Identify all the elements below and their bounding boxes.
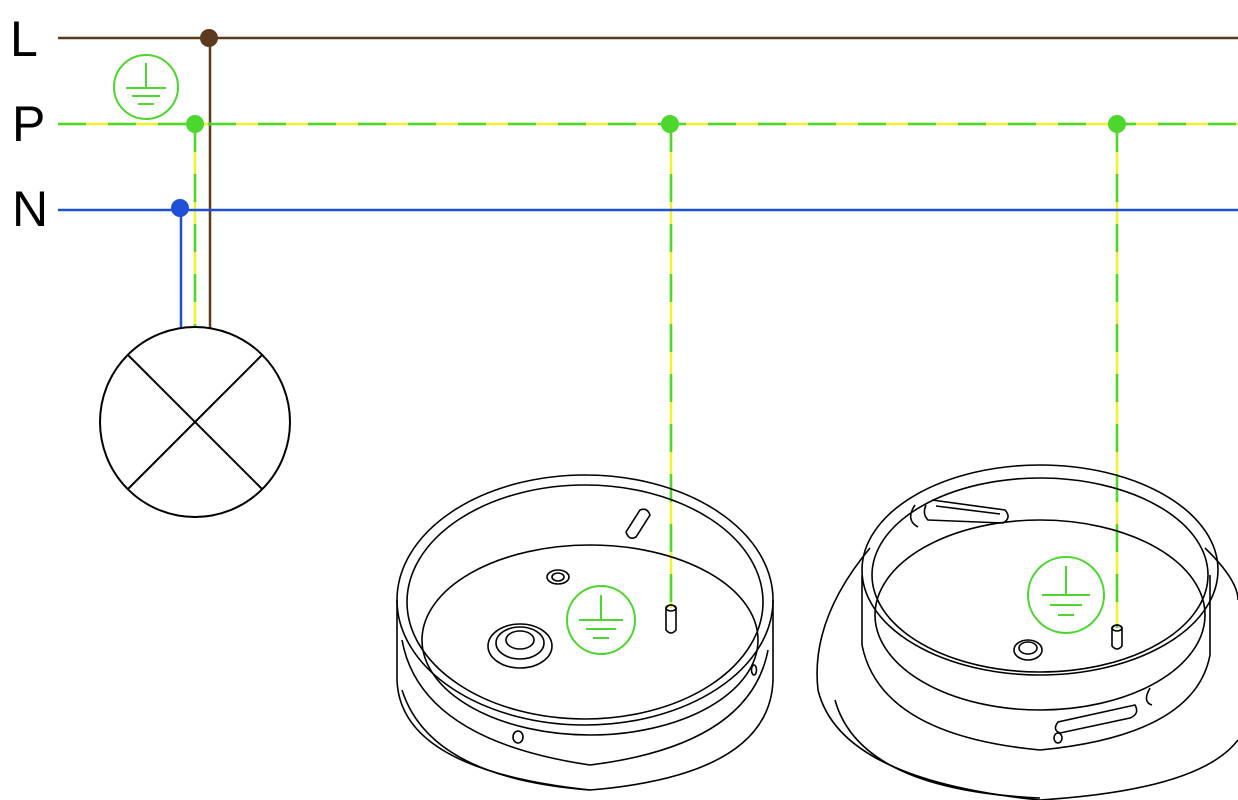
protective-junction-dot: [186, 115, 204, 133]
live-conductor: [58, 29, 1238, 328]
flanged-box-device: [816, 464, 1238, 800]
protective-earth-icon: [566, 585, 636, 655]
neutral-conductor: [58, 199, 1238, 328]
label-live: L: [10, 11, 38, 67]
neutral-junction-dot: [171, 199, 189, 217]
protective-earth-icon: [1027, 556, 1105, 634]
protective-conductor: [58, 115, 1238, 628]
protective-junction-dot: [661, 115, 679, 133]
label-protective: P: [12, 96, 46, 152]
label-neutral: N: [12, 181, 49, 237]
protective-earth-icon: [113, 54, 179, 120]
mounting-box-device: [396, 474, 774, 791]
protective-junction-dot: [1108, 115, 1126, 133]
live-junction-dot: [200, 29, 218, 47]
lamp-cross-icon: [99, 326, 291, 518]
